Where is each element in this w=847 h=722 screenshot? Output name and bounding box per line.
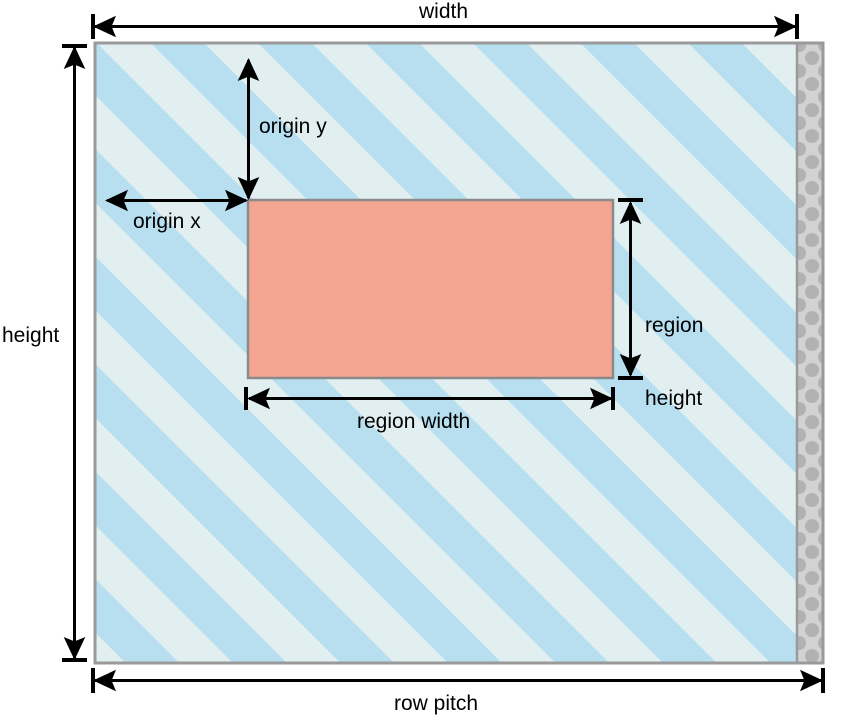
region-of-interest-rect	[246, 198, 615, 380]
label-origin-x: origin x	[133, 210, 201, 233]
label-region-height-line1: region	[645, 313, 704, 337]
label-origin-y: origin y	[259, 115, 327, 138]
row-pitch-dimension-arrow	[91, 668, 825, 693]
height-dimension-arrow	[62, 44, 87, 662]
label-region-width: region width	[357, 410, 471, 433]
label-height: height	[2, 324, 60, 347]
region-height-dimension-arrow	[618, 198, 643, 380]
label-width: width	[419, 0, 469, 23]
label-row-pitch: row pitch	[394, 692, 479, 715]
label-region-height-line2: height	[645, 386, 703, 410]
region-width-dimension-arrow	[244, 387, 615, 410]
buffer-outline	[93, 41, 825, 665]
row-padding-area	[797, 43, 823, 663]
label-region-height: region height	[645, 265, 703, 460]
